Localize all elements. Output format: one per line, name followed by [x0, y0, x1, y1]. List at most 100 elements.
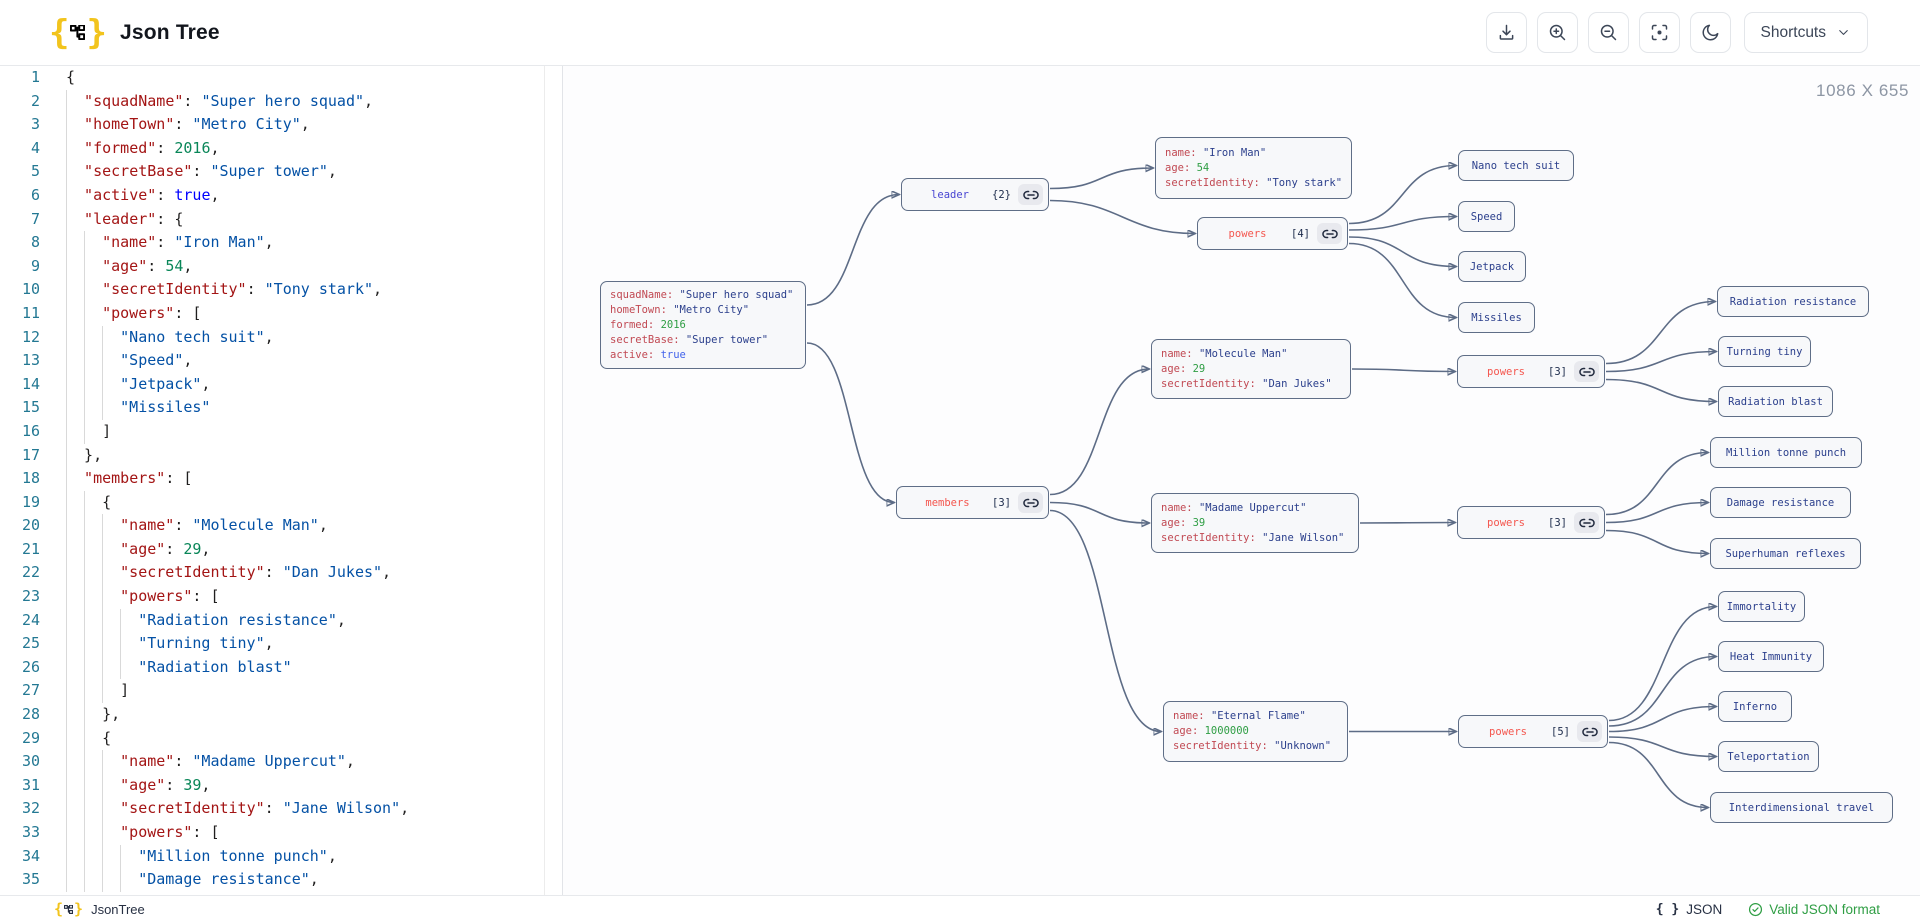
code-line: 14 "Jetpack", — [0, 372, 562, 397]
parent-node-powers5[interactable]: powers[5] — [1458, 715, 1608, 748]
leaf-node-speed[interactable]: Speed — [1458, 201, 1515, 232]
graph-canvas[interactable]: 1086 X 655 squadName: "Super hero squad"… — [563, 66, 1920, 895]
editor-scrollbar[interactable] — [544, 66, 545, 895]
line-number: 35 — [21, 870, 40, 889]
json-editor[interactable]: 1{2 "squadName": "Super hero squad",3 "h… — [0, 66, 563, 895]
chevron-down-icon — [1839, 30, 1848, 35]
graph-edge — [1605, 352, 1716, 373]
parent-node-powers3a[interactable]: powers[3] — [1457, 355, 1605, 388]
node-property: name: "Madame Uppercut" — [1161, 501, 1307, 514]
zoom-out-icon — [1598, 22, 1619, 43]
collapse-node-button[interactable] — [1018, 492, 1043, 513]
collapse-node-button[interactable] — [1577, 721, 1602, 742]
collapse-link-icon — [1022, 498, 1039, 507]
collapse-node-button[interactable] — [1018, 184, 1043, 205]
format-indicator[interactable]: { } JSON — [1656, 902, 1723, 917]
leaf-node-turning[interactable]: Turning tiny — [1718, 336, 1811, 367]
theme-toggle-button[interactable] — [1689, 12, 1731, 53]
line-number: 28 — [21, 705, 40, 724]
valid-json-label: Valid JSON format — [1769, 902, 1880, 917]
moon-icon — [1700, 22, 1721, 43]
leaf-node-superhuman[interactable]: Superhuman reflexes — [1710, 538, 1861, 569]
leaf-value: Superhuman reflexes — [1725, 547, 1846, 560]
leaf-node-damage[interactable]: Damage resistance — [1710, 487, 1851, 518]
line-number: 21 — [21, 539, 40, 558]
leaf-node-jetpack[interactable]: Jetpack — [1458, 251, 1526, 282]
shortcuts-button[interactable]: Shortcuts — [1743, 12, 1868, 53]
check-circle-icon — [1749, 902, 1763, 917]
format-label: JSON — [1686, 902, 1723, 917]
graph-edge — [1605, 302, 1715, 365]
leaf-node-nano[interactable]: Nano tech suit — [1458, 150, 1574, 181]
collapse-link-icon — [1022, 190, 1039, 199]
line-number: 6 — [30, 185, 40, 204]
code-line: 30 "name": "Madame Uppercut", — [0, 750, 562, 774]
code-line: 19 { — [0, 490, 562, 515]
tree-glyph-icon — [70, 25, 86, 40]
line-number: 10 — [21, 280, 40, 299]
node-property: name: "Molecule Man" — [1161, 347, 1288, 360]
leaf-value: Million tonne punch — [1725, 446, 1847, 459]
parent-node-leader[interactable]: leader{2} — [901, 178, 1049, 211]
child-count: [4] — [1291, 227, 1310, 240]
header: { } Json Tree Shortcuts — [0, 0, 1920, 66]
leaf-node-immortality[interactable]: Immortality — [1718, 591, 1805, 622]
collapse-node-button[interactable] — [1574, 361, 1599, 382]
code-line: 4 "formed": 2016, — [0, 136, 562, 161]
detail-node-root[interactable]: squadName: "Super hero squad"homeTown: "… — [600, 281, 806, 369]
node-property: name: "Eternal Flame" — [1173, 710, 1306, 722]
parent-node-powers4[interactable]: powers[4] — [1197, 217, 1348, 250]
zoom-out-button[interactable] — [1587, 12, 1629, 53]
collapse-link-icon — [1581, 727, 1598, 736]
leaf-value: Missiles — [1471, 311, 1522, 324]
line-number: 19 — [21, 492, 40, 511]
line-number: 9 — [30, 256, 40, 275]
code-line: 8 "name": "Iron Man", — [0, 231, 562, 255]
graph-edge — [1605, 529, 1708, 554]
download-button[interactable] — [1485, 12, 1527, 53]
collapse-node-button[interactable] — [1317, 223, 1342, 244]
app-logo-small-icon: { } — [54, 900, 84, 918]
leaf-node-teleport[interactable]: Teleportation — [1718, 741, 1819, 772]
line-number: 4 — [30, 138, 40, 157]
leaf-node-inferno[interactable]: Inferno — [1718, 691, 1792, 722]
parent-node-members[interactable]: members[3] — [896, 486, 1049, 519]
code-line: 2 "squadName": "Super hero squad", — [0, 89, 562, 114]
collapse-node-button[interactable] — [1574, 512, 1599, 533]
parent-node-powers3b[interactable]: powers[3] — [1457, 506, 1605, 539]
node-property: age: 54 — [1165, 161, 1210, 174]
node-key-label: powers — [1489, 725, 1527, 738]
line-number: 2 — [30, 91, 40, 110]
leaf-value: Speed — [1470, 210, 1503, 223]
leaf-node-interdim[interactable]: Interdimensional travel — [1710, 792, 1893, 823]
line-number: 30 — [21, 752, 40, 771]
leaf-node-million[interactable]: Million tonne punch — [1710, 437, 1862, 468]
graph-edge — [1348, 236, 1456, 267]
canvas-size-label: 1086 X 655 — [1816, 81, 1909, 100]
collapse-link-icon — [1321, 229, 1338, 238]
fit-view-button[interactable] — [1638, 12, 1680, 53]
code-line: 28 }, — [0, 703, 562, 727]
leaf-node-radblast[interactable]: Radiation blast — [1718, 386, 1833, 417]
zoom-in-button[interactable] — [1536, 12, 1578, 53]
leaf-node-heat[interactable]: Heat Immunity — [1718, 641, 1824, 672]
toolbar: Shortcuts — [1485, 12, 1868, 53]
code-line: 29 { — [0, 726, 562, 751]
braces-icon: { } — [1655, 902, 1680, 917]
leaf-node-radres[interactable]: Radiation resistance — [1717, 286, 1869, 317]
shortcuts-label: Shortcuts — [1760, 23, 1826, 41]
node-property: squadName: "Super hero squad" — [610, 288, 794, 301]
line-number: 13 — [21, 351, 40, 370]
graph-edge — [1608, 736, 1716, 757]
graph-edge — [1049, 168, 1153, 190]
leaf-value: Heat Immunity — [1729, 650, 1813, 663]
node-property: age: 39 — [1161, 516, 1206, 529]
graph-edge — [1359, 523, 1455, 524]
line-number: 31 — [21, 775, 40, 794]
node-key-label: leader — [931, 188, 969, 201]
leaf-node-missiles[interactable]: Missiles — [1458, 302, 1535, 333]
